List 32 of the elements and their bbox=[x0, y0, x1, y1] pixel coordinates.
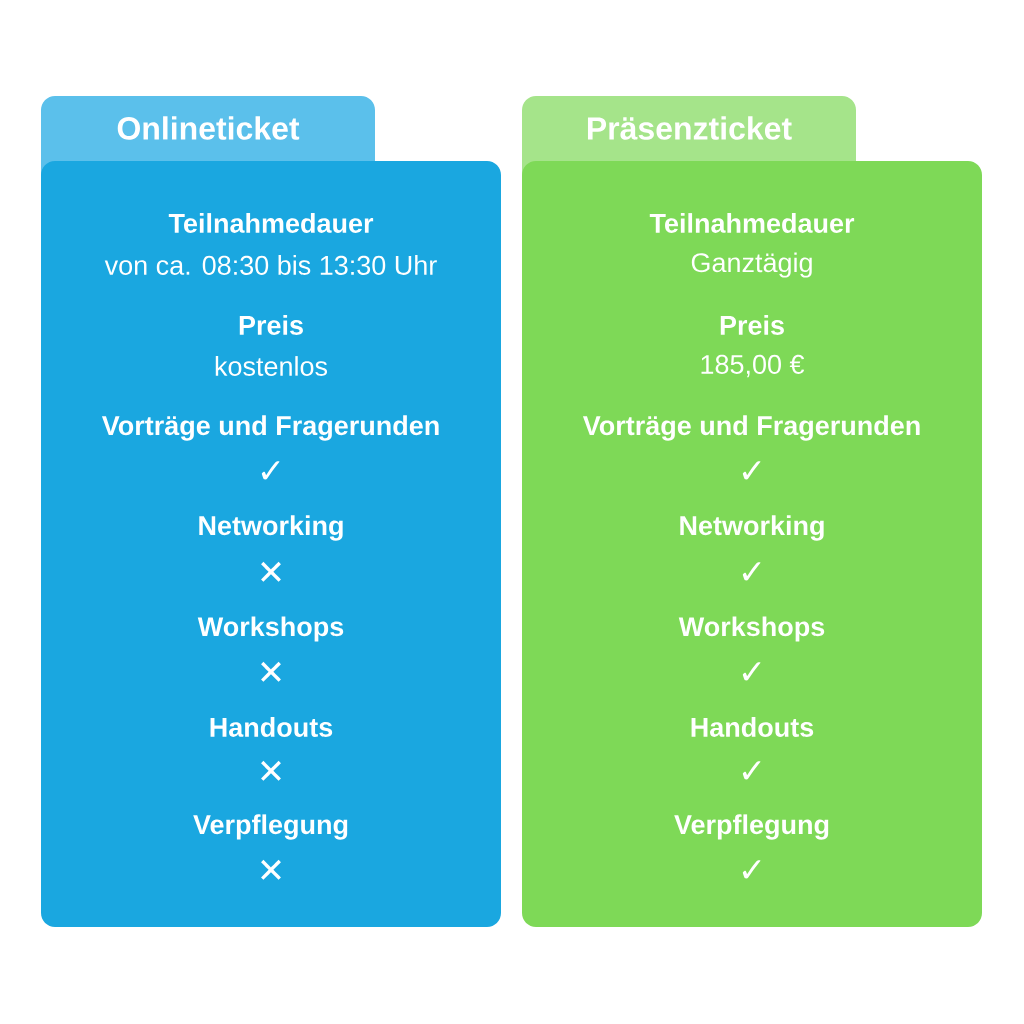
feature-title: Vorträge und Fragerunden bbox=[101, 415, 439, 441]
status-mark: ✓ bbox=[742, 562, 761, 581]
feature-title: Preis bbox=[720, 315, 784, 335]
status-mark: ✓ bbox=[261, 461, 280, 480]
status-mark: ✕ bbox=[261, 561, 281, 582]
status-mark: ✓ bbox=[742, 662, 761, 681]
feature-title: Handouts bbox=[691, 717, 814, 737]
feature-title: Preis bbox=[239, 315, 303, 335]
status-mark: ✕ bbox=[261, 760, 281, 781]
status-mark: ✓ bbox=[742, 761, 761, 780]
status-mark: ✕ bbox=[261, 859, 281, 880]
feature-value: kostenlos bbox=[215, 356, 328, 376]
tab-heading: Onlineticket bbox=[117, 116, 300, 140]
ticket-card bbox=[522, 96, 982, 927]
feature-title: Teilnahmedauer bbox=[168, 213, 374, 233]
status-mark: ✓ bbox=[742, 461, 761, 480]
feature-title: Networking bbox=[199, 515, 343, 541]
feature-title: Verpflegung bbox=[674, 814, 829, 840]
feature-title: Verpflegung bbox=[193, 814, 348, 840]
status-mark: ✕ bbox=[261, 661, 281, 682]
status-mark: ✓ bbox=[742, 860, 761, 879]
ticket-card bbox=[41, 96, 501, 927]
feature-title: Workshops bbox=[678, 616, 825, 642]
feature-title: Workshops bbox=[197, 616, 344, 642]
feature-value: Ganztägig bbox=[691, 252, 812, 278]
feature-title: Networking bbox=[680, 515, 824, 541]
feature-value: von ca. 08:30 bis 13:30 Uhr bbox=[104, 255, 437, 275]
feature-title: Teilnahmedauer bbox=[649, 213, 855, 233]
feature-value: 185,00 € bbox=[701, 354, 805, 378]
tab-heading: Präsenzticket bbox=[587, 116, 792, 140]
feature-title: Handouts bbox=[210, 717, 333, 737]
feature-title: Vorträge und Fragerunden bbox=[582, 415, 920, 441]
